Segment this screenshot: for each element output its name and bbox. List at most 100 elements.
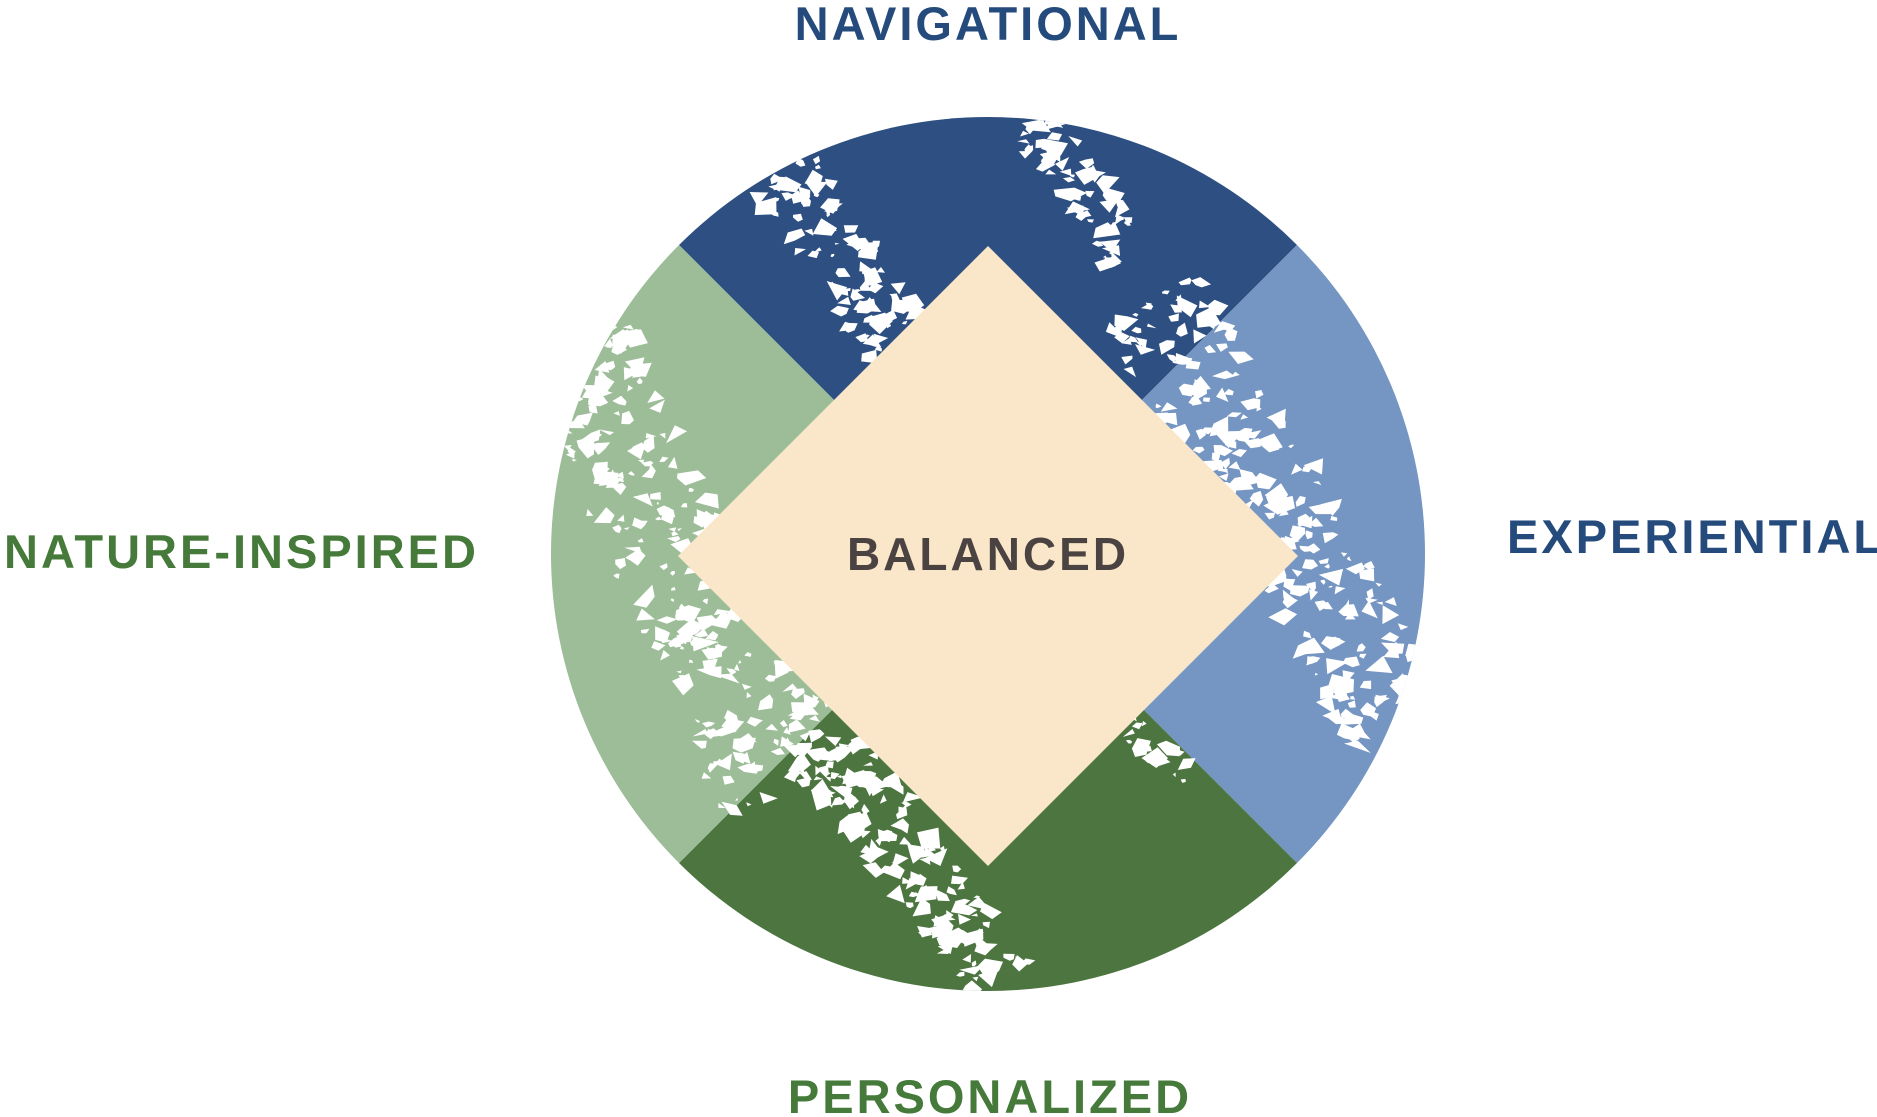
texture-speckle [583,314,602,325]
texture-speckle [772,157,787,168]
texture-speckle [1096,175,1120,194]
texture-speckle [1438,684,1449,694]
texture-speckle [842,233,864,251]
texture-speckle [641,463,656,479]
texture-speckle [702,658,718,672]
texture-speckle [1318,558,1329,564]
texture-speckle [737,763,762,774]
texture-speckle [1213,321,1229,333]
texture-speckle [1344,740,1371,753]
texture-speckle [982,967,990,973]
texture-speckle [721,718,745,733]
texture-speckle [670,598,675,602]
texture-speckle [793,213,803,222]
texture-speckle [679,646,684,650]
texture-speckle [856,298,877,314]
texture-speckle [1147,323,1157,329]
texture-speckle [863,762,873,766]
texture-speckle [666,425,688,444]
texture-speckle [605,475,620,488]
texture-speckle [599,429,614,436]
texture-speckle [1098,222,1120,237]
texture-speckle [907,844,925,864]
texture-speckle [830,772,840,780]
texture-speckle [612,395,627,406]
texture-speckle [746,175,754,183]
texture-speckle [779,720,788,727]
texture-speckle [1375,582,1382,587]
texture-speckle [1125,739,1132,744]
texture-speckle [855,775,866,782]
texture-speckle [1166,354,1178,363]
texture-speckle [768,184,779,190]
texture-speckle [1087,219,1094,223]
texture-speckle [805,747,829,762]
texture-speckle [1303,630,1312,639]
texture-speckle [804,169,823,184]
texture-speckle [554,395,563,401]
texture-speckle [889,293,898,298]
texture-speckle [1347,700,1356,708]
texture-speckle [1384,597,1397,606]
texture-speckle [971,960,977,967]
texture-speckle [1283,578,1296,591]
texture-speckle [860,778,869,784]
texture-speckle [688,659,694,663]
texture-speckle [721,801,743,816]
texture-speckle [1340,599,1349,615]
texture-speckle [588,402,598,414]
texture-speckle [623,329,648,348]
texture-speckle [679,603,686,612]
texture-speckle [1020,130,1029,137]
texture-speckle [754,197,777,215]
texture-speckle [831,796,845,806]
texture-speckle [853,289,861,293]
texture-speckle [815,765,822,776]
texture-speckle [819,750,842,761]
texture-speckle [1124,221,1131,226]
texture-speckle [890,282,906,295]
texture-speckle [701,728,722,737]
texture-speckle [899,836,912,845]
texture-speckle [873,333,889,345]
texture-speckle [962,928,984,947]
texture-speckle [773,738,779,746]
texture-speckle [1141,720,1147,727]
texture-speckle [624,357,645,378]
texture-speckle [1244,430,1262,439]
texture-speckle [837,815,859,835]
texture-speckle [701,520,712,526]
texture-speckle [1282,589,1295,605]
texture-speckle [1265,496,1289,506]
texture-speckle [1217,465,1227,473]
texture-speckle [1328,715,1346,725]
texture-speckle [1289,525,1306,542]
texture-speckle [1225,440,1237,449]
texture-speckle [886,884,905,904]
texture-speckle [642,435,655,453]
texture-speckle [770,166,779,172]
texture-speckle [593,507,615,524]
texture-speckle [901,320,908,325]
texture-speckle [1327,585,1333,588]
texture-speckle [910,871,927,886]
texture-speckle [656,501,660,505]
texture-speckle [1055,157,1070,171]
texture-speckle [1041,159,1055,167]
texture-speckle [808,729,825,743]
texture-speckle [825,203,843,215]
texture-speckle [707,646,718,660]
texture-speckle [811,789,832,811]
texture-speckle [770,173,784,185]
texture-speckle [931,914,947,928]
texture-speckle [677,470,707,486]
texture-speckle [1203,397,1211,402]
texture-speckle [1045,169,1057,175]
texture-speckle [640,628,650,634]
texture-speckle [604,308,615,317]
texture-speckle [749,192,769,207]
texture-speckle [575,316,581,320]
texture-speckle [1376,601,1383,605]
texture-speckle [1318,568,1344,586]
texture-speckle [1291,463,1303,475]
